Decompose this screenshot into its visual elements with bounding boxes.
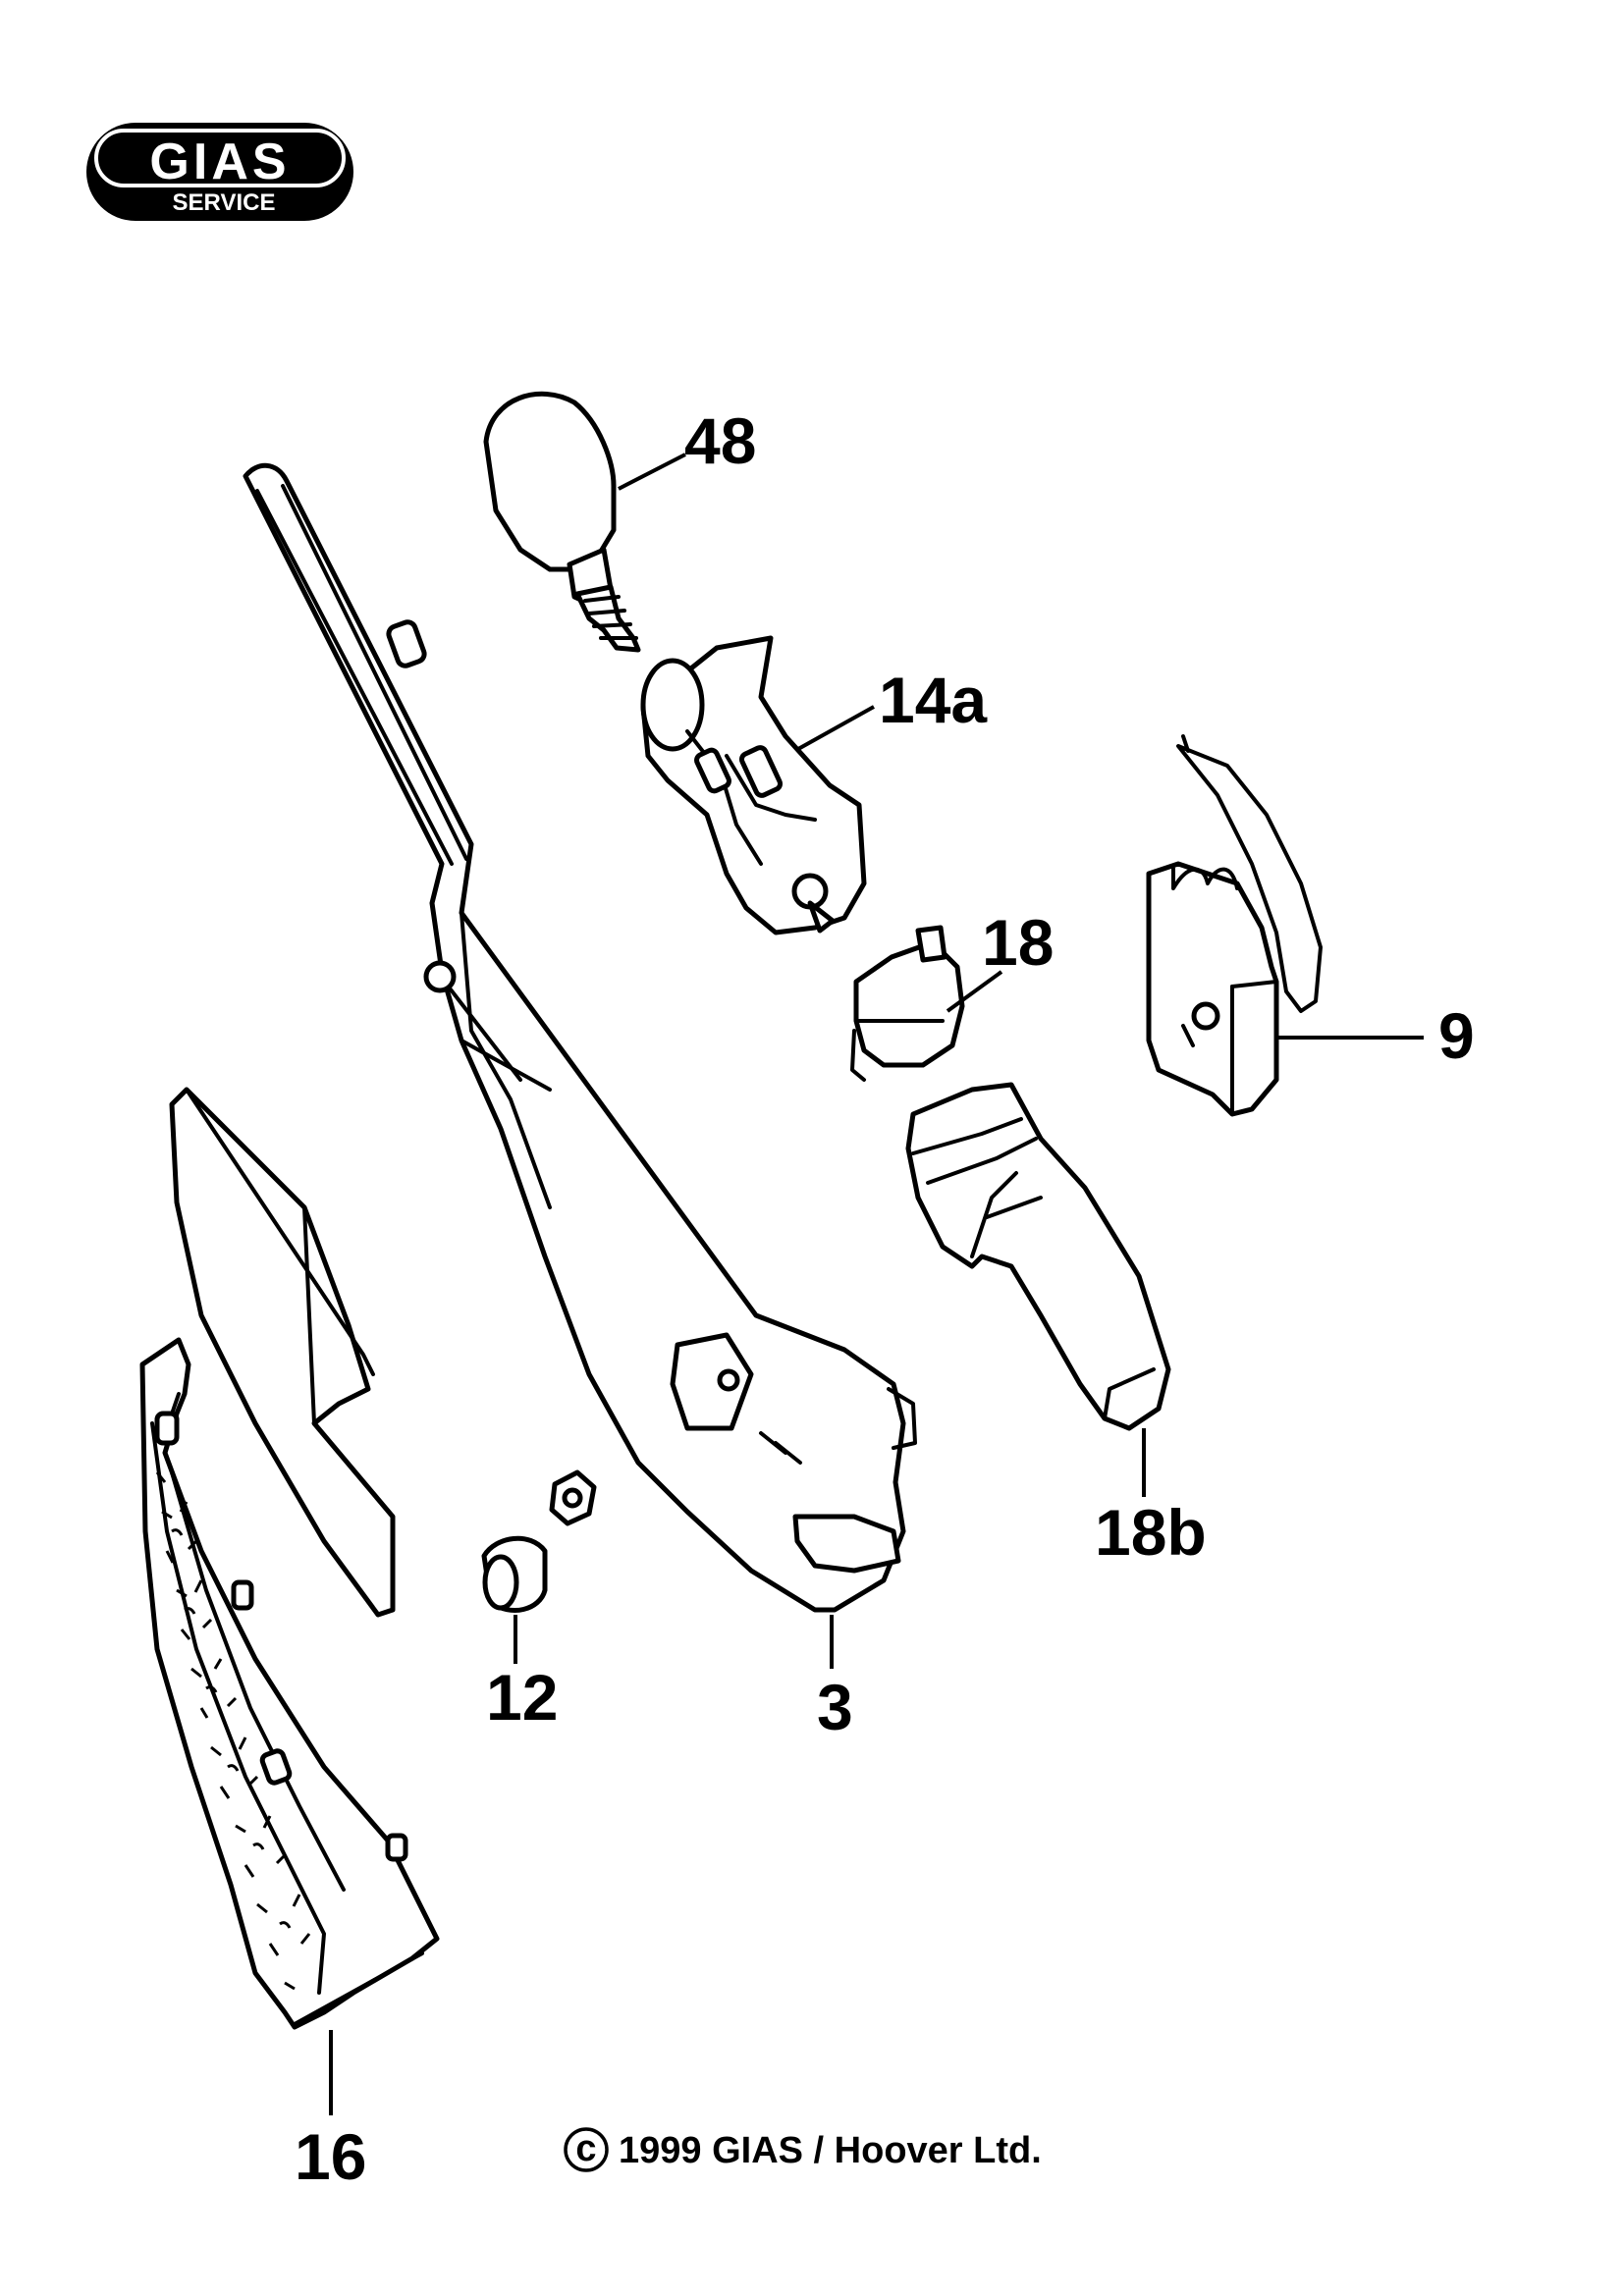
part-18-clip: [850, 925, 965, 1082]
logo-sub: SERVICE: [173, 189, 276, 216]
part-3-handle-arm: [243, 462, 917, 1613]
gias-service-logo: GIAS SERVICE: [86, 123, 353, 221]
callout-labels: 48 14a 18 9 18b 12 3 16: [295, 404, 1475, 2193]
leader-lines: [329, 453, 1424, 2115]
callout-18: 18: [982, 906, 1054, 979]
leader-18: [946, 970, 1003, 1013]
copyright-notice: c 1999 GIAS / Hoover Ltd.: [564, 2127, 1042, 2172]
part-12-cap-nut: [481, 1469, 597, 1613]
leader-14a: [797, 705, 875, 751]
copyright-circle: [564, 2127, 609, 2172]
part-48-bulb: [483, 391, 641, 653]
callout-16: 16: [295, 2120, 366, 2193]
copyright-symbol: c: [575, 2128, 596, 2169]
part-14a-lamp-holder: [640, 635, 867, 935]
callout-48: 48: [684, 404, 756, 477]
part-cover-plate: [169, 1087, 396, 1618]
grille-texture: [155, 1471, 311, 1991]
callout-14a: 14a: [879, 664, 988, 736]
part-16-grille: [139, 1337, 440, 2030]
copyright-text: 1999 GIAS / Hoover Ltd.: [619, 2130, 1042, 2171]
callout-3: 3: [817, 1671, 853, 1743]
callout-18b: 18b: [1095, 1496, 1207, 1569]
part-9-switch-unit: [1146, 734, 1323, 1117]
logo-brand: GIAS: [149, 133, 290, 190]
callout-12: 12: [486, 1661, 558, 1734]
leader-48: [618, 453, 686, 491]
part-18b-switch-slider: [905, 1082, 1171, 1431]
callout-9: 9: [1438, 999, 1475, 1072]
